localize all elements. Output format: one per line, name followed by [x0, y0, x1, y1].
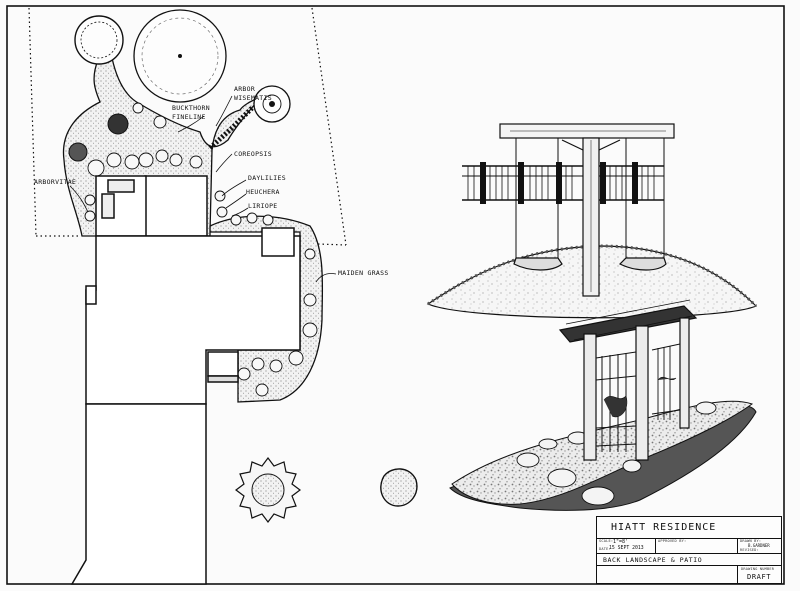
arbor-gate: [558, 299, 698, 461]
label-daylilies: DAYLILIES: [248, 174, 286, 182]
house-lower: [70, 403, 207, 585]
label-coreopsis: COREOPSIS: [234, 150, 272, 158]
label-arborvitae: ARBORVITAE: [34, 178, 76, 186]
fence: [462, 162, 664, 204]
label-buckthorn: BUCKTHORN: [172, 104, 210, 112]
perspective-patio-sketch: [426, 123, 758, 319]
title-block: HIATT RESIDENCE SCALE: 1"=8' DATE: 15 SE…: [596, 516, 782, 584]
date-value: 15 SEPT 2013: [609, 546, 644, 551]
date-label: DATE:: [599, 547, 611, 551]
stepping-stones: [516, 401, 717, 506]
scale-label: SCALE:: [599, 539, 614, 543]
arbor-post-right: [635, 325, 649, 461]
house-footprint: [70, 175, 301, 585]
pergola: [499, 123, 675, 297]
perspective-arbor-sketch: [449, 299, 757, 511]
leader-lines: [69, 95, 337, 283]
scale-value: 1"=8': [613, 539, 629, 545]
boulder: [380, 468, 418, 507]
property-lines: [28, 7, 347, 246]
drawn-label: DRAWN BY:: [740, 539, 762, 543]
sheet-border: [6, 5, 785, 585]
arbor-post-left: [583, 333, 597, 461]
swing-right: [618, 257, 667, 271]
label-wisematis: WISEMATIS: [234, 94, 272, 102]
drawing-number-label: DRAWING NUMBER: [741, 567, 775, 571]
approved-label: APPROVED BY:: [658, 539, 687, 543]
drawing-number-value: DRAFT: [747, 573, 772, 581]
arbor-roof: [558, 305, 698, 343]
drawn-value: B.GARDNER: [748, 543, 770, 548]
project-name: HIATT RESIDENCE: [611, 522, 717, 533]
specimen-shrub: [235, 457, 301, 523]
label-fineline: FINELINE: [172, 113, 206, 121]
dark-shrub: [107, 113, 129, 135]
label-liriope: LIRIOPE: [248, 202, 278, 210]
sheet-title: BACK LANDSCAPE & PATIO: [603, 556, 703, 564]
swing-left: [513, 257, 563, 271]
label-heuchera: HEUCHERA: [246, 188, 280, 196]
revised-label: REVISED:: [740, 548, 759, 552]
plan-labels: ARBOR WISEMATIS BUCKTHORN FINELINE COREO…: [34, 85, 389, 277]
house-wing: [144, 175, 208, 237]
label-arbor: ARBOR: [234, 85, 255, 93]
label-maiden-grass: MAIDEN GRASS: [338, 269, 389, 277]
arbor-post-back: [679, 317, 690, 429]
shrub-top-left: [74, 15, 124, 65]
